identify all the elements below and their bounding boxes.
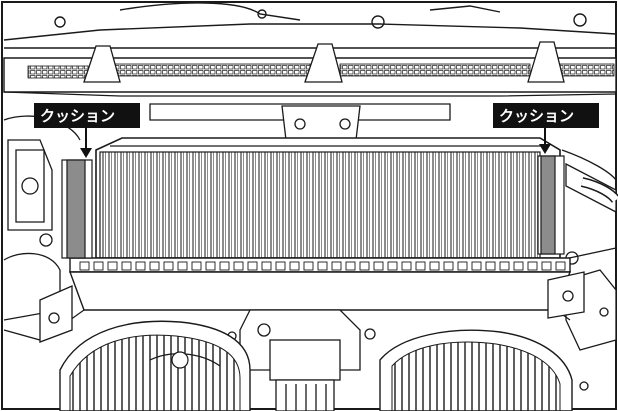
intercooler bbox=[68, 137, 572, 321]
arrow-down-icon bbox=[80, 148, 92, 158]
center-bracket bbox=[149, 103, 451, 141]
callout-right: クッション bbox=[493, 103, 599, 154]
mount-brackets bbox=[39, 271, 585, 343]
intake-duct-left bbox=[59, 320, 251, 411]
bolt-icon bbox=[54, 16, 66, 28]
center-outlet bbox=[227, 309, 376, 411]
callout-right-label: クッション bbox=[499, 107, 574, 125]
callout-right-box bbox=[493, 103, 599, 128]
left-components bbox=[3, 115, 81, 341]
bolt-icon bbox=[371, 15, 385, 29]
intercooler-core bbox=[99, 151, 541, 259]
cushion-left bbox=[61, 159, 93, 259]
callout-left-box bbox=[34, 103, 140, 128]
bolt-icon bbox=[257, 9, 267, 19]
cowl-grille bbox=[3, 41, 617, 97]
cushion-right bbox=[537, 155, 565, 255]
intake-duct-right bbox=[379, 329, 573, 411]
arrow-down-icon bbox=[539, 144, 551, 154]
bolt-icon bbox=[573, 13, 587, 27]
callout-left-label: クッション bbox=[40, 107, 115, 125]
callout-left: クッション bbox=[34, 103, 140, 158]
